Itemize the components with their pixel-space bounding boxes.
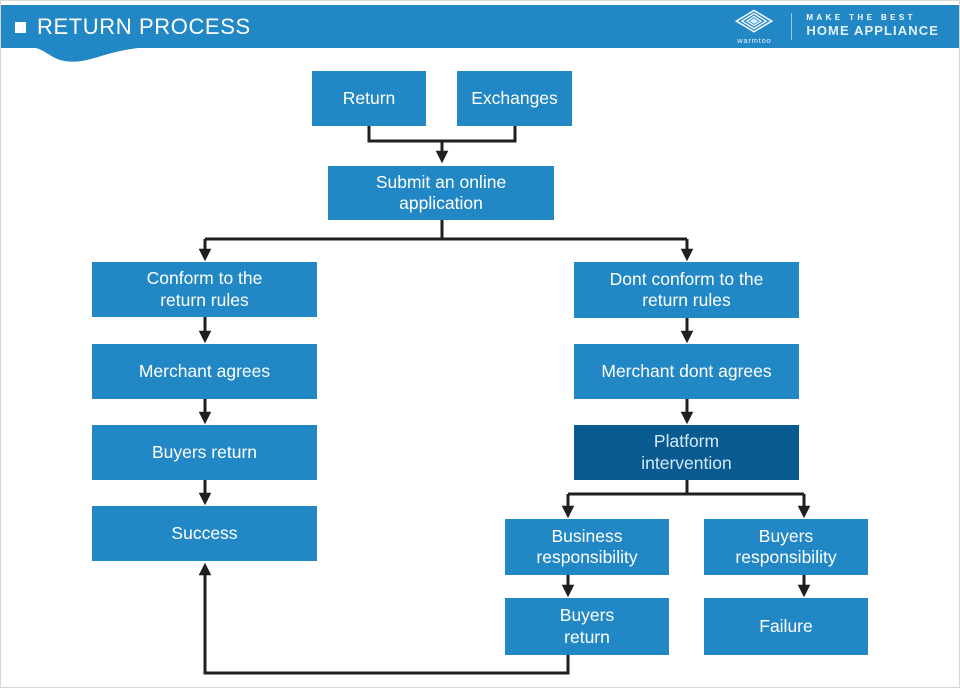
brand-tagline: MAKE THE BEST HOME APPLIANCE xyxy=(806,13,939,39)
page-title: RETURN PROCESS xyxy=(37,13,251,39)
flow-node-submit-application: Submit an online application xyxy=(328,166,554,220)
flow-node-dont-conform-rules: Dont conform to the return rules xyxy=(574,262,799,318)
node-label: Success xyxy=(171,522,238,543)
node-label: Dont conform to the return rules xyxy=(609,268,764,310)
node-label: Return xyxy=(342,87,396,108)
node-label: Exchanges xyxy=(471,87,558,108)
node-label: Buyers responsibility xyxy=(735,525,837,567)
title-wrap: RETURN PROCESS xyxy=(1,13,251,39)
flow-node-buyers-responsibility: Buyers responsibility xyxy=(704,519,868,575)
title-bullet-icon xyxy=(15,21,26,33)
node-label: Merchant dont agrees xyxy=(601,360,772,381)
node-label: Buyers return xyxy=(151,441,258,462)
node-label: Platform intervention xyxy=(641,431,732,473)
node-label: Business responsibility xyxy=(536,525,638,567)
flow-node-failure: Failure xyxy=(704,598,868,655)
flow-node-return: Return xyxy=(312,71,426,126)
flow-node-exchanges: Exchanges xyxy=(457,71,572,126)
node-label: Conform to the return rules xyxy=(146,268,263,310)
brand-divider xyxy=(791,13,793,40)
warmtoo-logo: warmtoo xyxy=(731,8,777,45)
brand-tagline-top: MAKE THE BEST xyxy=(806,13,916,23)
flow-node-success: Success xyxy=(92,506,317,561)
header-ribbon-notch xyxy=(31,47,149,62)
diamond-logo-icon xyxy=(735,8,774,33)
node-label: Buyers return xyxy=(559,605,615,647)
node-label: Submit an online application xyxy=(375,171,507,213)
connector-loop-to-success xyxy=(198,562,570,675)
header-bar: RETURN PROCESS warmtoo MAKE THE BEST HOM… xyxy=(1,5,959,48)
node-label: Failure xyxy=(759,615,813,636)
flow-node-buyers-return-right: Buyers return xyxy=(505,598,669,655)
brand-logo-text: warmtoo xyxy=(737,35,772,45)
brand-tagline-bottom: HOME APPLIANCE xyxy=(806,23,939,39)
brand-area: warmtoo MAKE THE BEST HOME APPLIANCE xyxy=(731,8,959,45)
flow-node-merchant-agrees: Merchant agrees xyxy=(92,344,317,399)
flow-node-buyers-return-left: Buyers return xyxy=(92,425,317,480)
flow-node-platform-intervention: Platform intervention xyxy=(574,425,799,480)
connector-merge-top xyxy=(367,126,517,143)
flow-node-conform-rules: Conform to the return rules xyxy=(92,262,317,317)
node-label: Merchant agrees xyxy=(138,360,271,381)
flow-node-merchant-dont-agrees: Merchant dont agrees xyxy=(574,344,799,399)
flow-node-business-responsibility: Business responsibility xyxy=(505,519,669,575)
